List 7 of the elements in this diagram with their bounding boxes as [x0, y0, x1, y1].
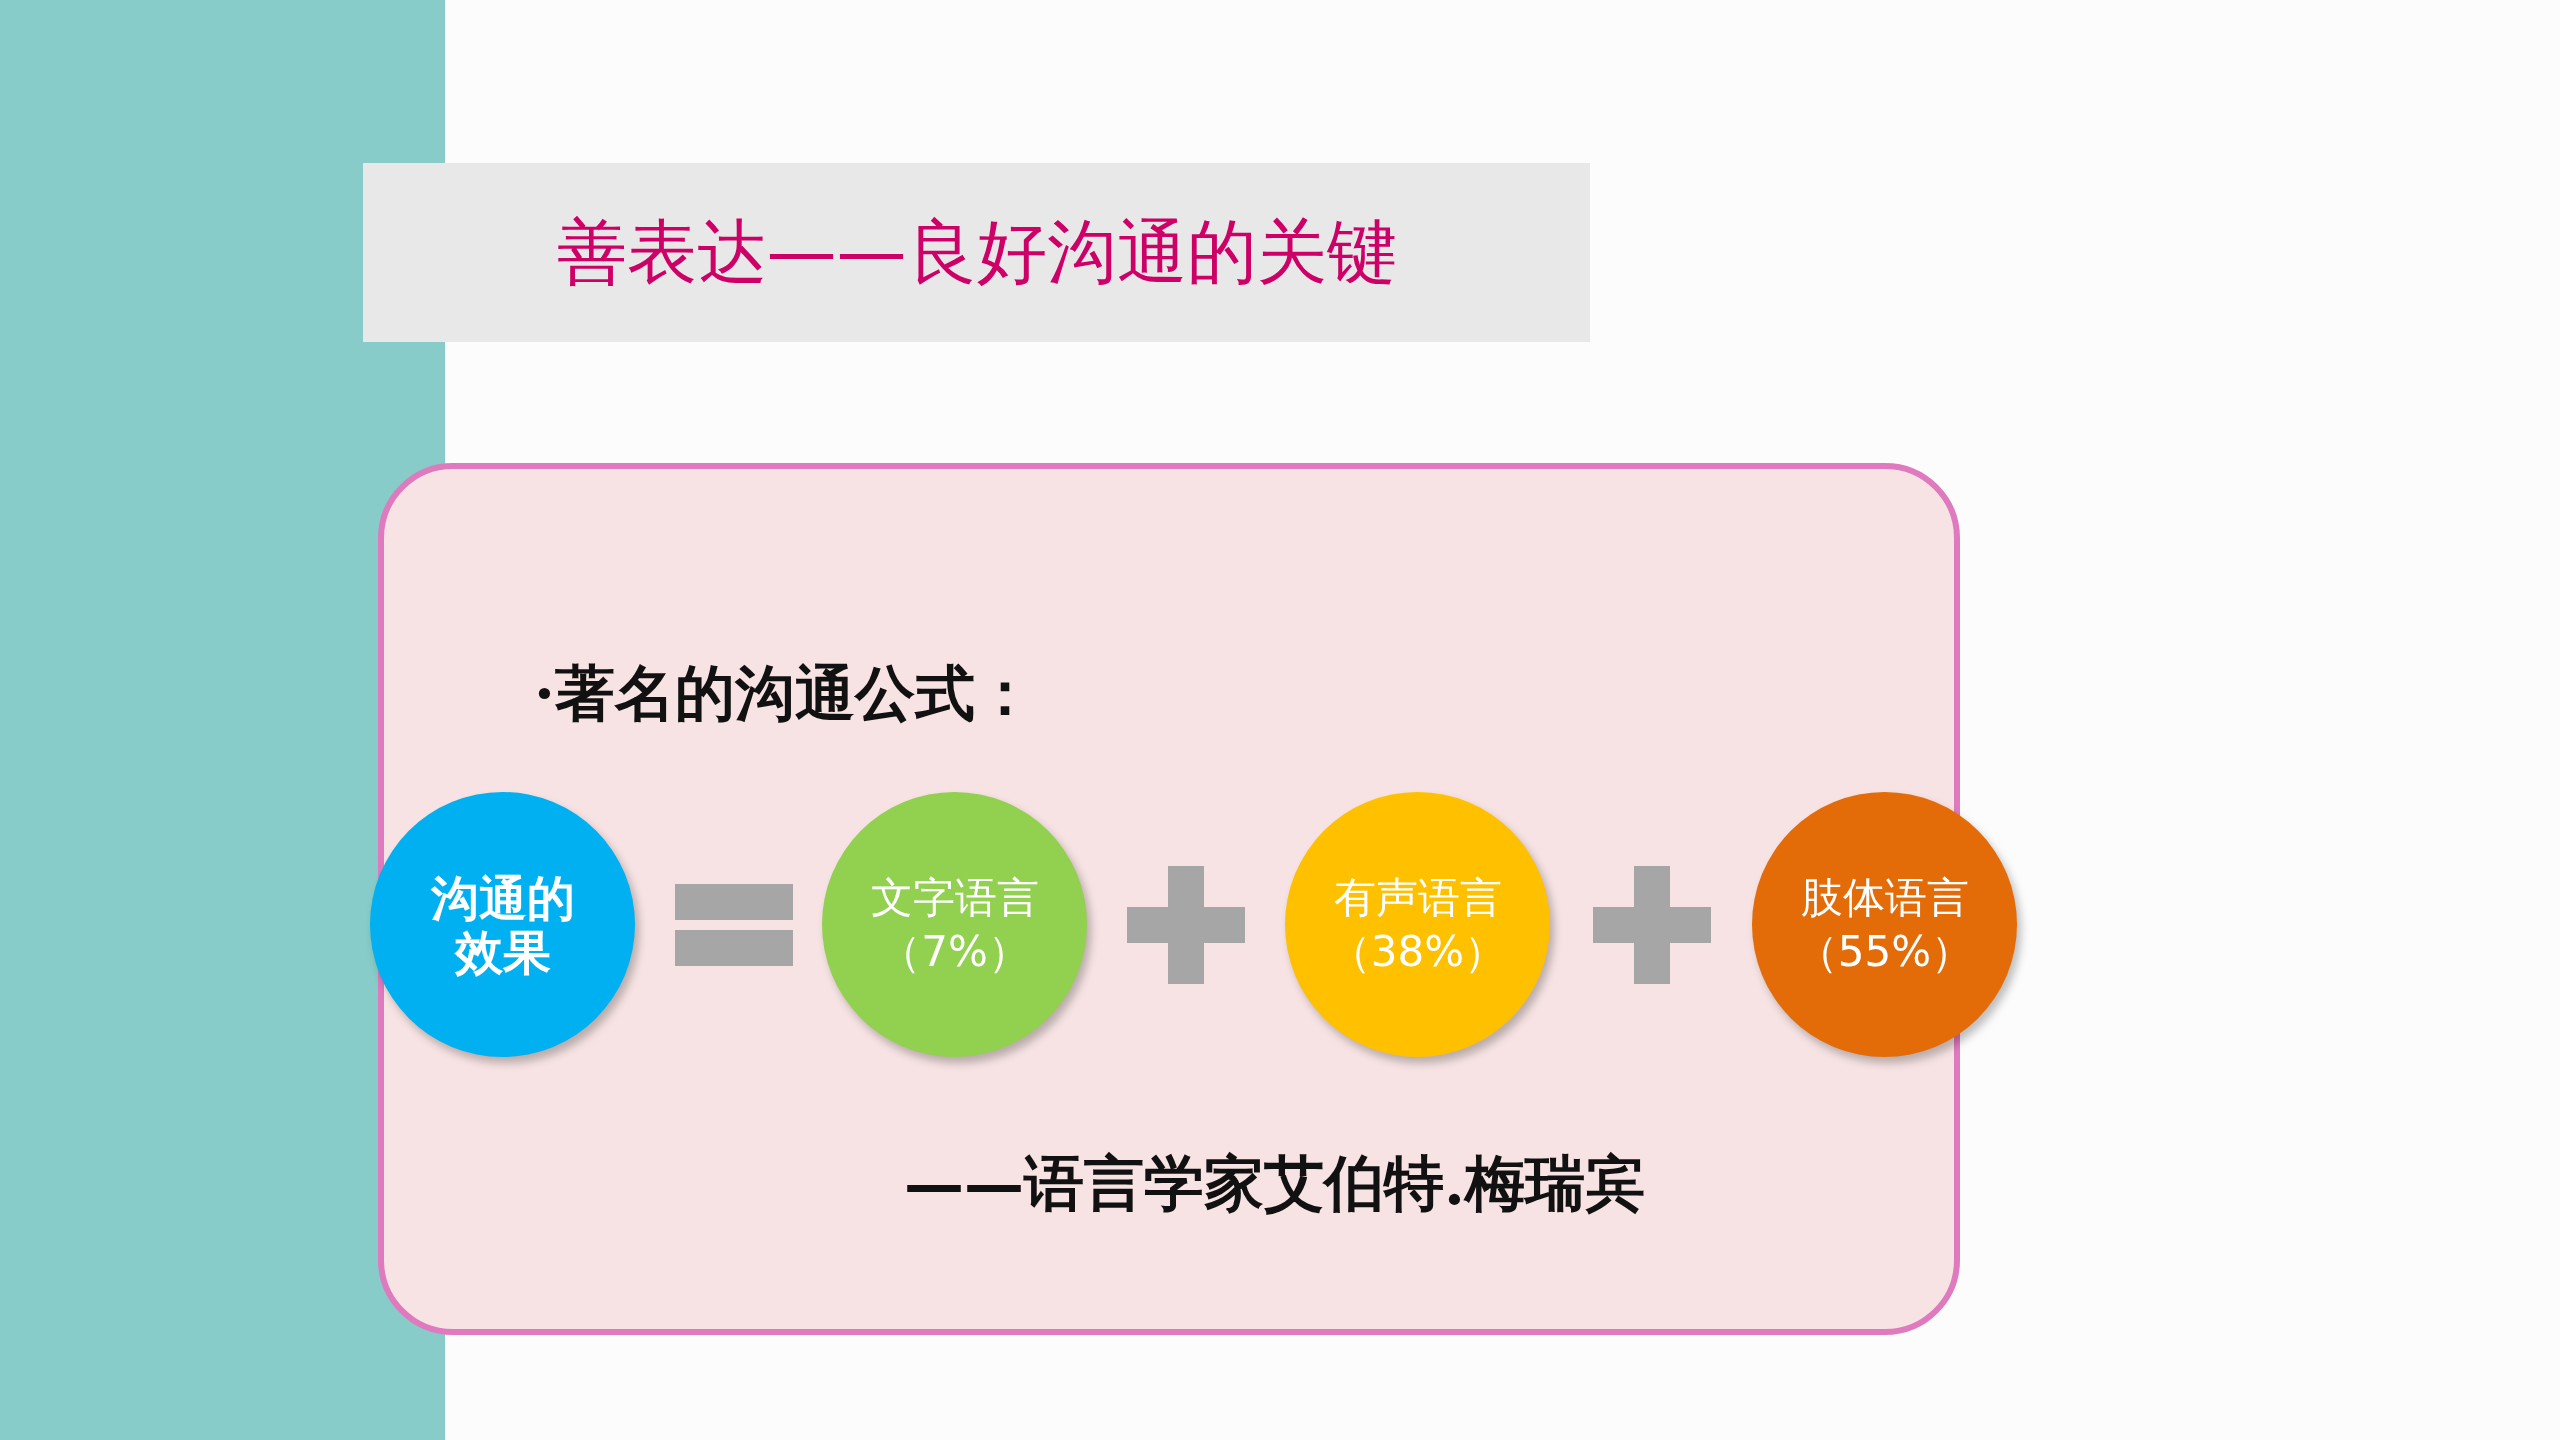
- circle-label: 有声语言（38%）: [1327, 871, 1508, 978]
- circle-label: 肢体语言（55%）: [1794, 871, 1975, 978]
- slide-title: 善表达——良好沟通的关键: [556, 209, 1397, 295]
- circle-label: 沟通的效果: [429, 870, 576, 979]
- attribution-text: ——语言学家艾伯特.梅瑞宾: [904, 1147, 1645, 1220]
- panel-heading: ·著名的沟通公式：: [534, 657, 1035, 730]
- circle-label: 文字语言（7%）: [869, 871, 1040, 978]
